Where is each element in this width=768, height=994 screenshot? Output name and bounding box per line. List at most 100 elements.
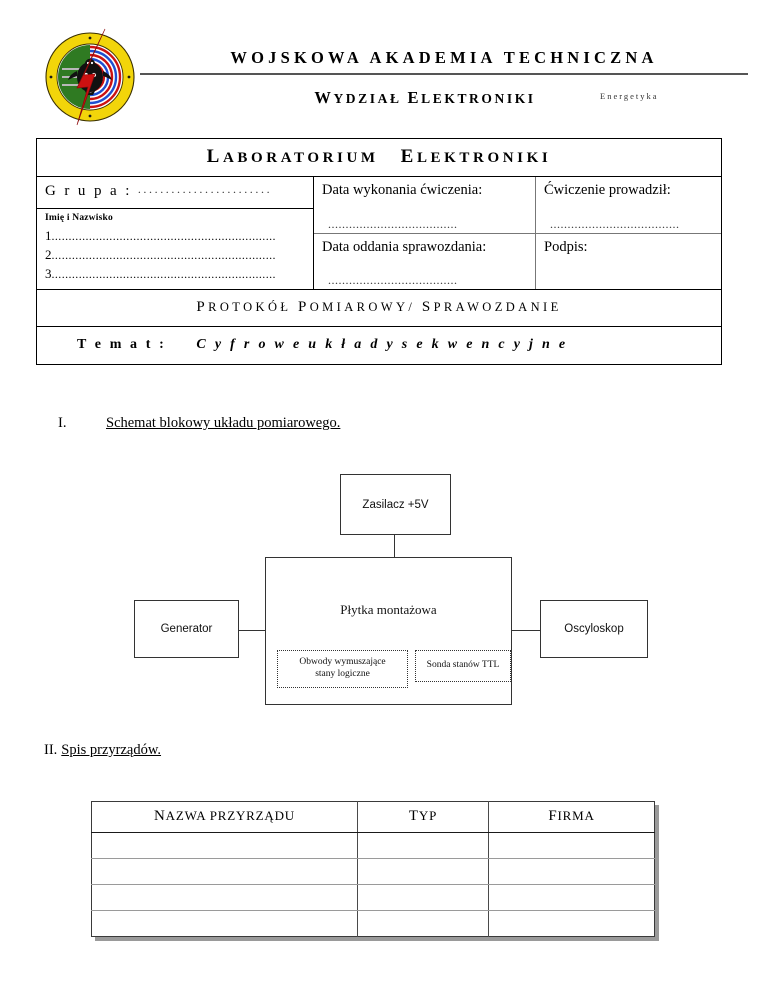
name-row-dots: ........................................…	[51, 248, 276, 262]
protocol-mid-section: G r u p a : ........................ Imi…	[37, 177, 721, 290]
name-row[interactable]: 2.......................................…	[45, 247, 305, 263]
topic-value: C y f r o w e u k ł a d y s e k w e n c …	[196, 337, 568, 352]
date-submitted-dots: .....................................	[328, 273, 458, 285]
cell-instrument-type[interactable]	[357, 884, 489, 911]
grupa-label: G r u p a :	[45, 183, 132, 199]
doctype-word-protokol: ROTOKÓŁ	[208, 300, 298, 314]
specialization-label: Energetyka	[600, 91, 659, 101]
header-text-firma: IRMA	[557, 808, 595, 823]
section-two-number: II.	[44, 742, 58, 758]
doctype-initial-p2: P	[297, 299, 310, 315]
diagram-block-generator: Generator	[134, 600, 239, 658]
wat-emblem-logo	[43, 27, 137, 127]
section-one-heading: I. Schemat blokowy układu pomiarowego.	[58, 415, 340, 432]
faculty-title: WYDZIAŁ ELEKTRONIKI	[140, 88, 710, 108]
signature-label: Podpis:	[544, 238, 588, 255]
header-text-typ: YP	[418, 808, 438, 823]
forcing-circuits-line-2: stany logiczne	[315, 669, 370, 679]
faculty-word-wydzial: YDZIAŁ	[333, 91, 408, 106]
cell-instrument-name[interactable]	[91, 858, 358, 885]
dates-row-top: Data wykonania ćwiczenia: ..............…	[314, 177, 721, 234]
lab-title-word-laboratorium: ABORATORIUM	[222, 150, 379, 166]
mounting-board-label: Płytka montażowa	[340, 602, 437, 617]
dates-and-signature-column: Data wykonania ćwiczenia: ..............…	[314, 177, 721, 289]
lab-title-cell: LABORATORIUM ELEKTRONIKI	[37, 139, 721, 177]
supervisor-field[interactable]: Ćwiczenie prowadził: ...................…	[536, 177, 721, 233]
table-header-row: NAZWA PRZYRZĄDU TYP FIRMA	[91, 801, 655, 833]
protocol-header-table: LABORATORIUM ELEKTRONIKI G r u p a : ....…	[36, 138, 722, 365]
section-two-title: Spis przyrządów.	[61, 742, 162, 758]
instruments-table: NAZWA PRZYRZĄDU TYP FIRMA	[91, 801, 655, 937]
cell-instrument-company[interactable]	[488, 858, 655, 885]
faculty-initial-w: W	[314, 88, 334, 107]
cell-instrument-name[interactable]	[91, 884, 358, 911]
wire-generator-to-board	[239, 630, 265, 632]
faculty-word-elektroniki: LEKTRONIKI	[421, 91, 536, 106]
diagram-block-mounting-board: Płytka montażowa Obwody wymuszające stan…	[265, 557, 512, 705]
section-one-number: I.	[58, 415, 67, 431]
diagram-block-oscilloscope: Oscyloskop	[540, 600, 648, 658]
cell-instrument-company[interactable]	[488, 832, 655, 859]
forcing-circuits-line-1: Obwody wymuszające	[299, 657, 386, 668]
cell-instrument-name[interactable]	[91, 910, 358, 937]
column-header-company: FIRMA	[488, 801, 655, 833]
table-row	[91, 910, 655, 937]
header-text-nazwa: AZWA PRZYRZĄDU	[165, 808, 295, 823]
table-row	[91, 884, 655, 911]
header-initial-n: N	[154, 808, 166, 824]
diagram-inner-block-forcing-circuits: Obwody wymuszające stany logiczne	[277, 650, 408, 688]
grupa-field[interactable]: G r u p a : ........................	[37, 177, 313, 209]
names-column-label: Imię i Nazwisko	[45, 213, 113, 223]
faculty-initial-e: E	[407, 88, 422, 107]
name-row-number: 3	[45, 266, 52, 281]
date-submitted-field[interactable]: Data oddania sprawozdania: .............…	[314, 233, 536, 289]
wire-board-to-oscilloscope	[512, 630, 540, 632]
section-one-title: Schemat blokowy układu pomiarowego.	[106, 415, 341, 431]
cell-instrument-company[interactable]	[489, 911, 655, 937]
names-list: Imię i Nazwisko 1.......................…	[37, 209, 313, 289]
supervisor-dots: .....................................	[550, 216, 680, 229]
lab-title-word-elektroniki: LEKTRONIKI	[416, 150, 552, 166]
name-row[interactable]: 3.......................................…	[45, 266, 305, 282]
cell-instrument-type[interactable]	[357, 858, 489, 885]
cell-instrument-name[interactable]	[91, 832, 358, 859]
name-row-number: 1	[45, 228, 52, 243]
diagram-block-power-supply: Zasilacz +5V	[340, 474, 451, 535]
wire-power-to-board	[394, 535, 396, 557]
header-initial-f: F	[548, 808, 558, 824]
cell-instrument-type[interactable]	[357, 910, 489, 937]
lab-title-initial-e: E	[400, 146, 417, 167]
column-header-type: TYP	[357, 801, 489, 833]
document-type-cell: PROTOKÓŁ POMIAROWY/ SPRAWOZDANIE	[37, 290, 721, 327]
doctype-initial-p: P	[196, 299, 209, 315]
header-divider-rule	[140, 73, 748, 75]
signature-field[interactable]: Podpis:	[536, 234, 721, 290]
doctype-initial-s: S	[421, 299, 434, 315]
topic-cell: T e m a t : C y f r o w e u k ł a d y s e…	[37, 327, 721, 364]
university-title: WOJSKOWA AKADEMIA TECHNICZNA	[230, 48, 658, 67]
header-initial-t: T	[408, 808, 419, 824]
date-performed-field[interactable]: Data wykonania ćwiczenia: ..............…	[314, 177, 536, 233]
instruments-table-wrapper: NAZWA PRZYRZĄDU TYP FIRMA	[91, 801, 655, 937]
name-row-dots: ........................................…	[51, 267, 276, 281]
date-submitted-label: Data oddania sprawozdania:	[322, 238, 487, 255]
grupa-dotted-line: ........................	[137, 182, 273, 196]
section-two-heading: II.Spis przyrządów.	[44, 742, 161, 759]
name-row-dots: ........................................…	[51, 229, 276, 243]
lab-title-initial-l: L	[206, 146, 223, 167]
topic-label: T e m a t :	[77, 337, 167, 352]
measurement-block-diagram: Zasilacz +5V Generator Oscyloskop Płytka…	[0, 455, 768, 725]
dates-row-bottom: Data oddania sprawozdania: .............…	[314, 233, 721, 290]
cell-instrument-company[interactable]	[488, 884, 655, 911]
supervisor-label: Ćwiczenie prowadził:	[544, 182, 671, 198]
column-header-instrument-name: NAZWA PRZYRZĄDU	[91, 801, 358, 833]
date-performed-label: Data wykonania ćwiczenia:	[322, 182, 483, 198]
cell-instrument-type[interactable]	[357, 832, 489, 859]
date-performed-dots: .....................................	[328, 216, 458, 229]
table-row	[91, 832, 655, 859]
page-header: WOJSKOWA AKADEMIA TECHNICZNA WYDZIAŁ ELE…	[0, 0, 768, 127]
doctype-word-sprawozdanie: PRAWOZDANIE	[433, 300, 562, 314]
name-row[interactable]: 1.......................................…	[45, 228, 305, 244]
doctype-word-pomiarowy: OMIAROWY/	[309, 300, 422, 314]
name-row-number: 2	[45, 247, 52, 262]
